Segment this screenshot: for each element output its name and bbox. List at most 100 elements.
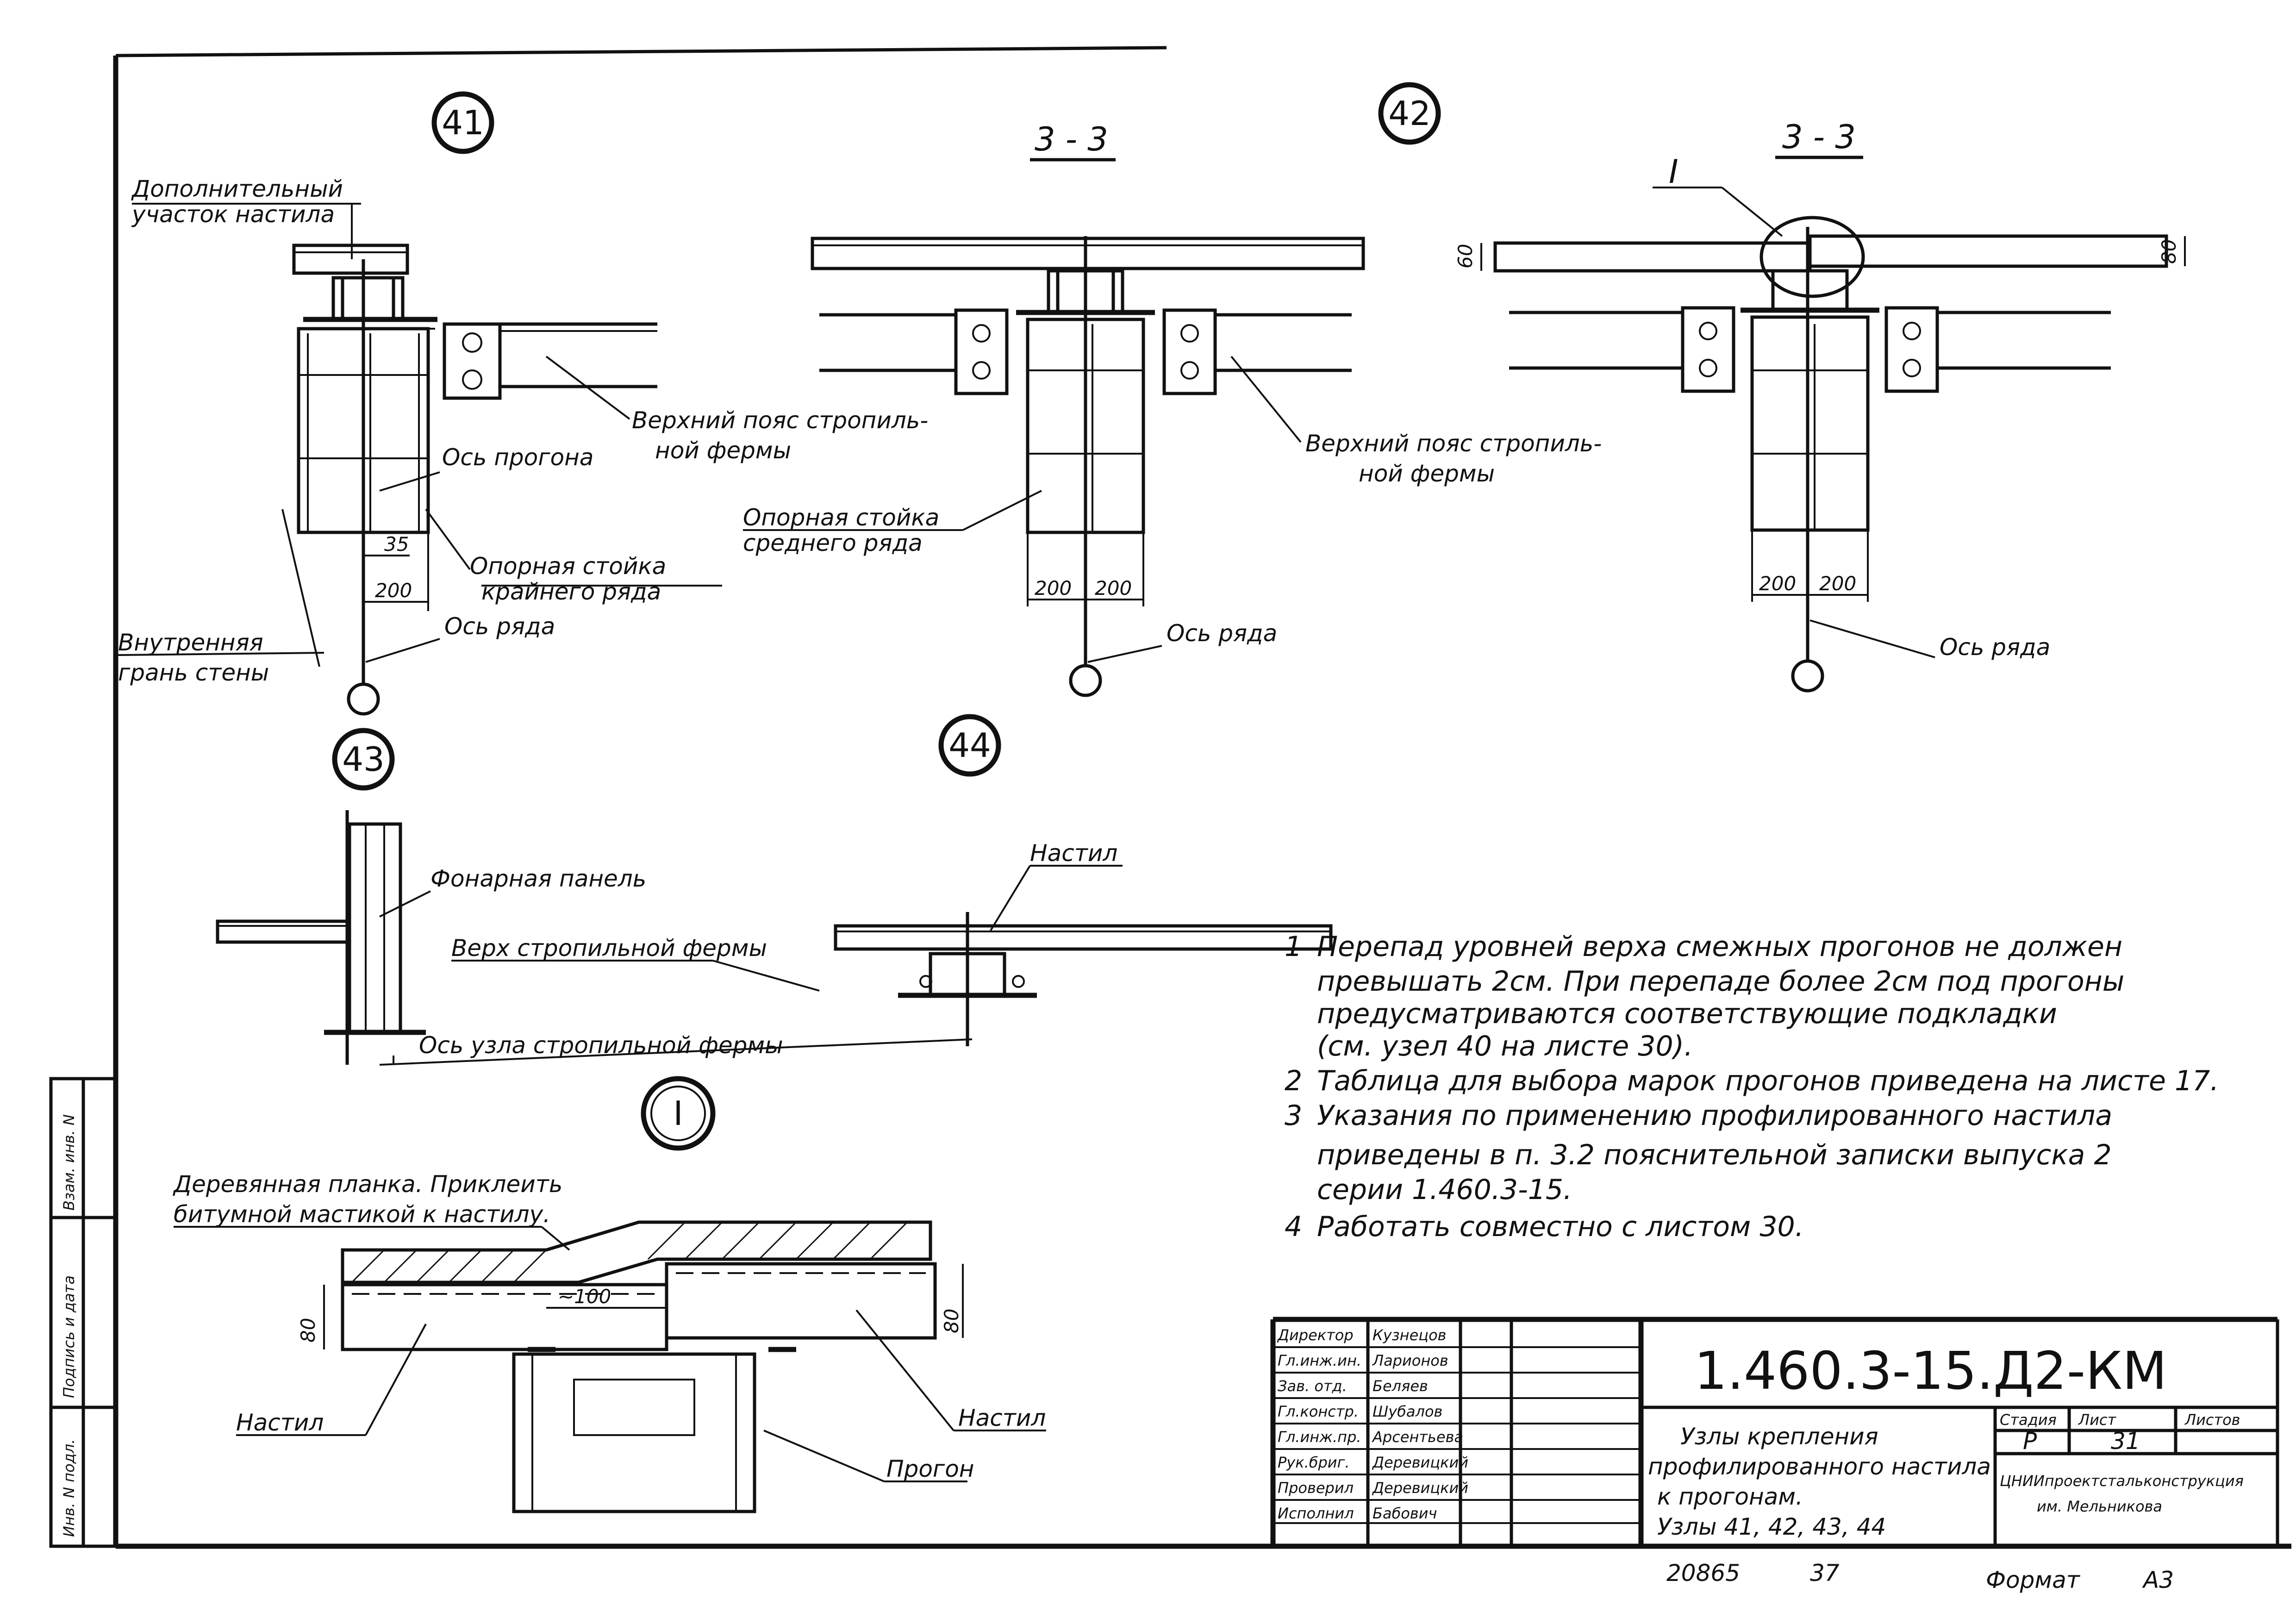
note-1-line-2: превышать 2см. При перепаде более 2см по… xyxy=(1317,965,2124,998)
node-44-number: 44 xyxy=(948,726,991,765)
wooden-plank xyxy=(341,1220,932,1284)
node-43-number: 43 xyxy=(342,740,385,779)
deck-middle xyxy=(811,237,1365,270)
label-row-axis-middle: Ось ряда xyxy=(1167,620,1277,647)
label-plank-1: Деревянная планка. Приклеить xyxy=(173,1171,562,1198)
stamp-replace: Взам. инв. N xyxy=(60,1114,78,1211)
middle-post xyxy=(1026,318,1145,534)
post-42 xyxy=(1750,315,1870,532)
notes: 1 Перепад уровней верха смежных прогонов… xyxy=(1285,931,2219,1243)
tb-role-0: Директор xyxy=(1277,1326,1354,1344)
stamp-sign: Подпись и дата xyxy=(60,1275,78,1398)
label-row-axis-41: Ось ряда xyxy=(444,613,555,640)
dim-a-middle: 200 xyxy=(1035,577,1072,600)
tb-stage: Р xyxy=(2023,1428,2037,1455)
note-1-line-1: Перепад уровней верха смежных прогонов н… xyxy=(1317,931,2122,963)
lantern-panel xyxy=(348,822,402,1034)
tb-org-1: ЦНИИпроектстальконструкция xyxy=(2000,1472,2244,1490)
tb-desc-4: Узлы 41, 42, 43, 44 xyxy=(1657,1513,1886,1540)
label-lantern: Фонарная панель xyxy=(430,865,646,892)
detail-I: I 80 80 ~100 Деревянная планка xyxy=(173,1076,1046,1513)
note-3-line-1: Указания по применению профилированного … xyxy=(1317,1099,2112,1132)
dim-h-left-42: 60 xyxy=(1454,244,1477,269)
tb-role-3: Гл.констр. xyxy=(1278,1403,1359,1420)
dim-h-right-42: 80 xyxy=(2158,239,2180,264)
callout-I: I xyxy=(1669,153,1678,191)
dim-200: 200 xyxy=(375,579,412,602)
label-deck-left: Настил xyxy=(236,1409,324,1436)
label-middle-post-2: среднего ряда xyxy=(743,530,923,556)
dim-h-left-detail: 80 xyxy=(297,1318,319,1343)
note-1-line-3: предусматриваются соответствующие подкла… xyxy=(1317,998,2057,1030)
label-extra-deck-2: участок настила xyxy=(131,201,335,228)
tb-role-5: Рук.бриг. xyxy=(1278,1454,1350,1471)
node-44-marker xyxy=(938,714,1001,777)
tb-role-7: Исполнил xyxy=(1278,1505,1354,1522)
node-42-marker xyxy=(1378,82,1441,145)
node-42-number: 42 xyxy=(1388,94,1431,133)
deck-44 xyxy=(834,924,1333,951)
drawing-code: 1.460.3-15.Д2-КМ xyxy=(1694,1341,2167,1401)
label-wall-1: Внутренняя xyxy=(118,629,263,656)
tb-org-2: им. Мельникова xyxy=(2037,1498,2162,1515)
dim-a-42: 200 xyxy=(1759,572,1796,595)
note-3-line-3: серии 1.460.3-15. xyxy=(1317,1174,1572,1206)
doc-page: 37 xyxy=(1810,1560,1840,1587)
stamp-inv: Инв. N подл. xyxy=(60,1439,78,1537)
label-truss-top: Верх стропильной фермы xyxy=(451,935,767,962)
tb-sheet-label: Лист xyxy=(2078,1411,2116,1429)
node-43-marker xyxy=(332,728,395,791)
label-edge-post-1: Опорная стойка xyxy=(470,553,666,580)
row-axis-marker xyxy=(347,682,380,716)
deck-sheet-right xyxy=(665,1262,937,1340)
note-3-num: 3 xyxy=(1285,1099,1302,1132)
note-2-line-1: Таблица для выбора марок прогонов привед… xyxy=(1317,1065,2219,1097)
label-chord-2: ной фермы xyxy=(655,437,791,464)
tb-role-4: Гл.инж.пр. xyxy=(1278,1428,1361,1446)
tb-sheets-label: Листов xyxy=(2184,1411,2240,1429)
tb-name-0: Кузнецов xyxy=(1373,1326,1447,1344)
label-purlin-axis: Ось прогона xyxy=(442,444,593,471)
label-purlin: Прогон xyxy=(886,1455,974,1482)
deck-right-42 xyxy=(1808,234,2168,268)
node-41-marker xyxy=(431,91,494,154)
tb-name-3: Шубалов xyxy=(1373,1403,1442,1420)
extra-deck-plate xyxy=(292,244,409,275)
purlin-detail xyxy=(512,1352,756,1513)
label-extra-deck-1: Дополнительный xyxy=(131,175,343,202)
section-title-middle: 3 - 3 xyxy=(1035,120,1108,158)
label-deck-44: Настил xyxy=(1030,840,1117,867)
gusset-plate xyxy=(443,322,502,400)
dim-35: 35 xyxy=(384,533,409,556)
side-stamp: Инв. N подл. Подпись и дата Взам. инв. N xyxy=(49,1077,118,1548)
section-title-42: 3 - 3 xyxy=(1782,118,1856,156)
tb-desc-3: к прогонам. xyxy=(1657,1483,1803,1510)
note-4-line-1: Работать совместно с листом 30. xyxy=(1317,1211,1804,1243)
dim-b-middle: 200 xyxy=(1095,577,1132,600)
dim-b-42: 200 xyxy=(1819,572,1856,595)
note-1-line-4: (см. узел 40 на листе 30). xyxy=(1317,1030,1693,1062)
tb-name-6: Деревицкий xyxy=(1372,1479,1468,1497)
section-3-3-middle: 3 - 3 200 200 Опорная стойка средн xyxy=(743,120,1365,697)
label-truss-axis: Ось узла стропильной фермы xyxy=(419,1032,783,1059)
note-4-num: 4 xyxy=(1285,1211,1302,1243)
label-wall-2: грань стены xyxy=(118,659,269,686)
node-41: 41 35 200 Дополнит xyxy=(118,91,928,716)
tb-name-1: Ларионов xyxy=(1372,1352,1448,1369)
tb-name-5: Деревицкий xyxy=(1372,1454,1468,1471)
doc-number: 20865 xyxy=(1666,1560,1740,1587)
detail-I-marker xyxy=(641,1076,716,1151)
tb-sheet: 31 xyxy=(2111,1428,2140,1455)
note-1-num: 1 xyxy=(1285,931,1302,963)
tb-name-7: Бабович xyxy=(1373,1505,1437,1522)
format-value: А3 xyxy=(2142,1567,2174,1593)
detail-I-number: I xyxy=(673,1094,683,1133)
dim-overlap: ~100 xyxy=(558,1285,611,1308)
label-chord-1: Верхний пояс стропиль- xyxy=(632,407,928,434)
label-row-axis-42: Ось ряда xyxy=(1940,634,2050,661)
callout-ellipse xyxy=(1759,216,1865,298)
tb-role-6: Проверил xyxy=(1278,1479,1354,1497)
label-deck-right: Настил xyxy=(958,1405,1046,1431)
label-edge-post-2: крайнего ряда xyxy=(481,578,661,605)
